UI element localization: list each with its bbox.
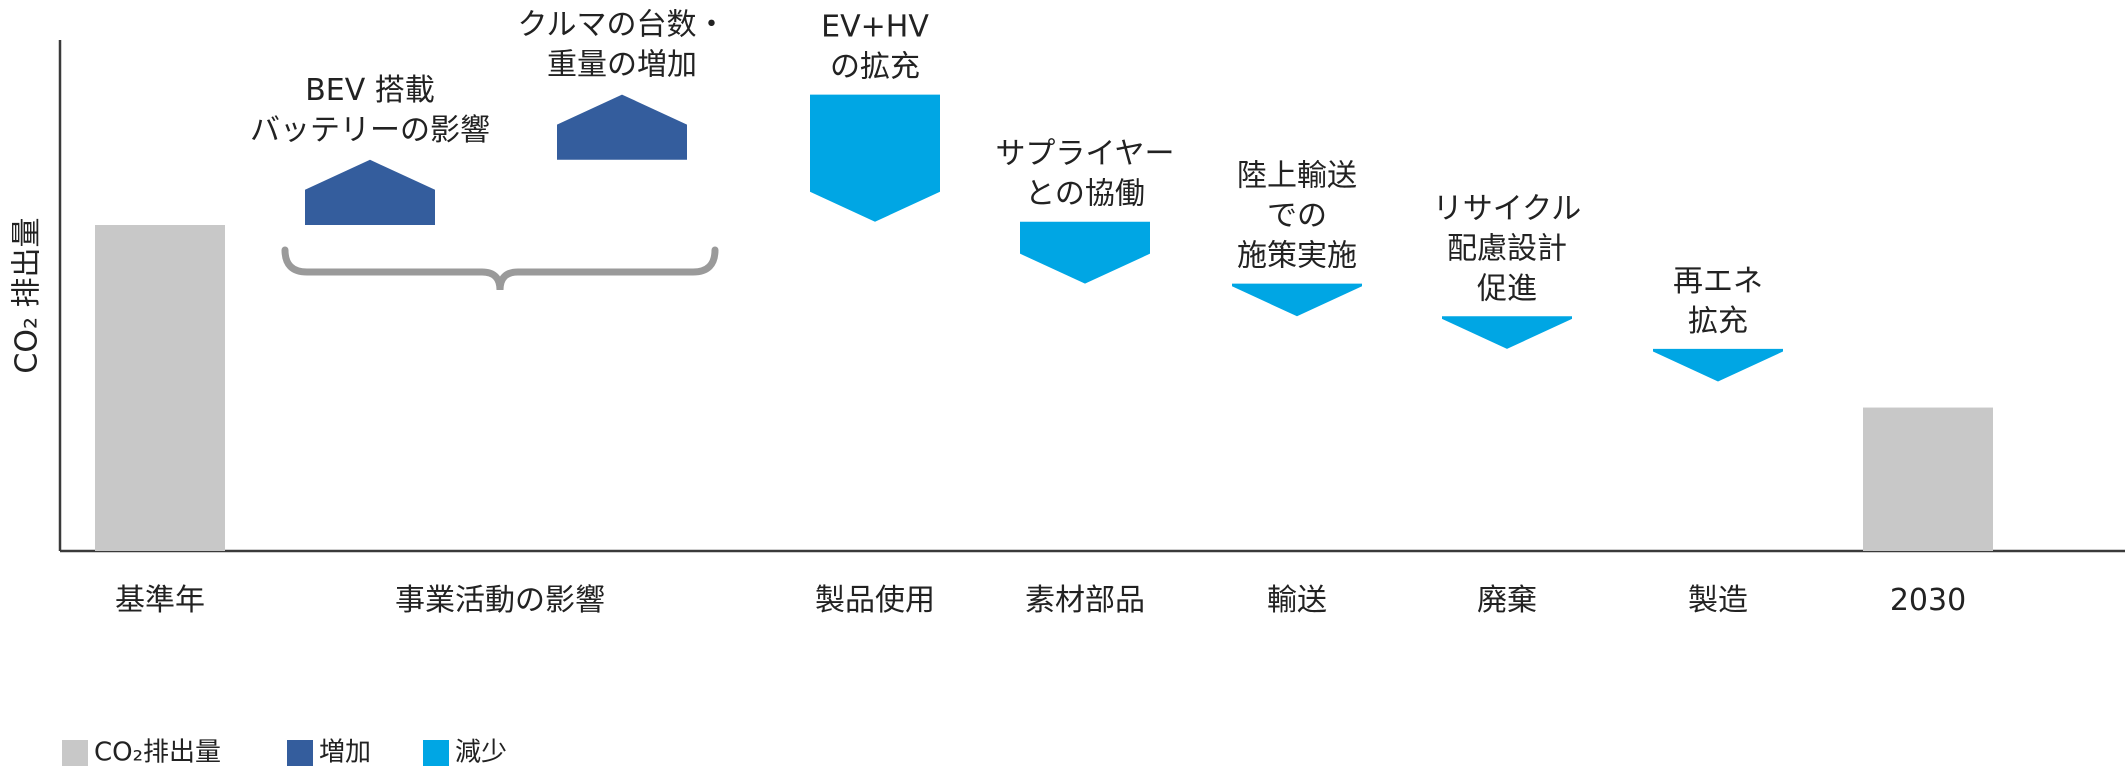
category-label-5: 廃棄 <box>1477 583 1537 618</box>
category-label-4: 輸送 <box>1267 583 1327 618</box>
decrease-arrow-6 <box>1442 316 1572 349</box>
decrease-arrow-5 <box>1232 283 1362 317</box>
decrease-note-6: リサイクル配慮設計促進 <box>1433 191 1582 306</box>
decrease-note-4: サプライヤーとの協働 <box>995 137 1174 212</box>
category-label-2: 製品使用 <box>815 583 935 618</box>
y-axis-label: CO₂ 排出量 <box>10 217 45 373</box>
increase-arrow-1 <box>305 159 435 225</box>
total-bar-0 <box>95 225 225 551</box>
category-label-3: 素材部品 <box>1025 583 1145 618</box>
decrease-note-5: 陸上輸送での施策実施 <box>1237 159 1357 274</box>
decrease-arrow-7 <box>1653 348 1783 382</box>
decrease-note-7: 再エネ拡充 <box>1673 264 1763 339</box>
category-label-0: 基準年 <box>115 583 205 618</box>
total-bar-8 <box>1863 407 1993 551</box>
legend-label-decrease: 減少 <box>455 738 507 768</box>
legend-swatch-total <box>62 740 88 766</box>
increase-note-1: BEV 搭載バッテリーの影響 <box>250 73 490 148</box>
category-label-7: 2030 <box>1890 583 1966 618</box>
legend-swatch-decrease <box>423 740 449 766</box>
increase-arrow-2 <box>557 94 687 160</box>
legend-label-total: CO₂排出量 <box>94 738 221 768</box>
category-label-1: 事業活動の影響 <box>395 583 605 618</box>
decrease-arrow-4 <box>1020 221 1150 284</box>
legend-swatch-increase <box>287 740 313 766</box>
grouping-brace <box>281 246 719 291</box>
decrease-arrow-3 <box>810 94 940 222</box>
category-label-6: 製造 <box>1688 583 1748 618</box>
increase-note-2: クルマの台数・重量の増加 <box>517 8 726 83</box>
legend-label-increase: 増加 <box>319 738 371 768</box>
